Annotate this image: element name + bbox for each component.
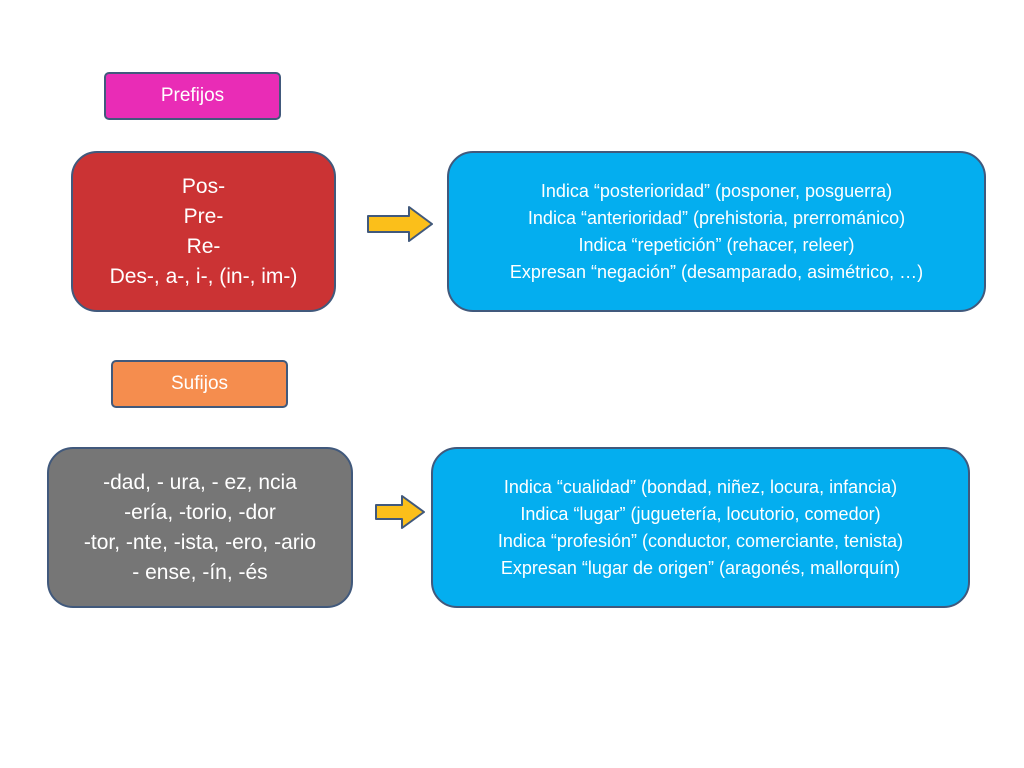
prefijo-description: Expresan “negación” (desamparado, asimét…	[509, 261, 924, 282]
prefijos-label-text: Prefijos	[160, 85, 225, 106]
prefijo-item: Re-	[186, 234, 221, 258]
prefijo-item: Pos-	[181, 174, 226, 198]
sufijos-label: Sufijos	[111, 360, 288, 408]
prefijo-item: Pre-	[183, 204, 224, 228]
prefijos-items-box: Pos- Pre- Re- Des-, a-, i-, (in-, im-)	[71, 151, 336, 312]
sufijo-description: Indica “lugar” (juguetería, locutorio, c…	[520, 503, 881, 524]
sufijo-item: - ense, -ín, -és	[132, 560, 268, 584]
sufijo-description: Indica “profesión” (conductor, comercian…	[497, 530, 904, 551]
sufijos-label-text: Sufijos	[170, 373, 229, 394]
prefijo-description: Indica “posterioridad” (posponer, posgue…	[540, 180, 893, 201]
sufijo-description: Indica “cualidad” (bondad, niñez, locura…	[503, 476, 898, 497]
sufijo-item: -ería, -torio, -dor	[124, 500, 276, 524]
prefijo-description: Indica “anterioridad” (prehistoria, prer…	[527, 207, 906, 228]
sufijo-item: -dad, - ura, - ez, ncia	[103, 470, 297, 494]
prefijo-item: Des-, a-, i-, (in-, im-)	[109, 264, 298, 288]
right-arrow-icon	[367, 206, 433, 242]
prefijos-label: Prefijos	[104, 72, 281, 120]
right-arrow-icon	[375, 495, 425, 529]
sufijo-description: Expresan “lugar de origen” (aragonés, ma…	[500, 557, 901, 578]
prefijo-description: Indica “repetición” (rehacer, releer)	[578, 234, 855, 255]
sufijo-item: -tor, -nte, -ista, -ero, -ario	[83, 530, 317, 554]
sufijos-descriptions-box: Indica “cualidad” (bondad, niñez, locura…	[431, 447, 970, 608]
prefijos-descriptions-box: Indica “posterioridad” (posponer, posgue…	[447, 151, 986, 312]
sufijos-items-box: -dad, - ura, - ez, ncia -ería, -torio, -…	[47, 447, 353, 608]
